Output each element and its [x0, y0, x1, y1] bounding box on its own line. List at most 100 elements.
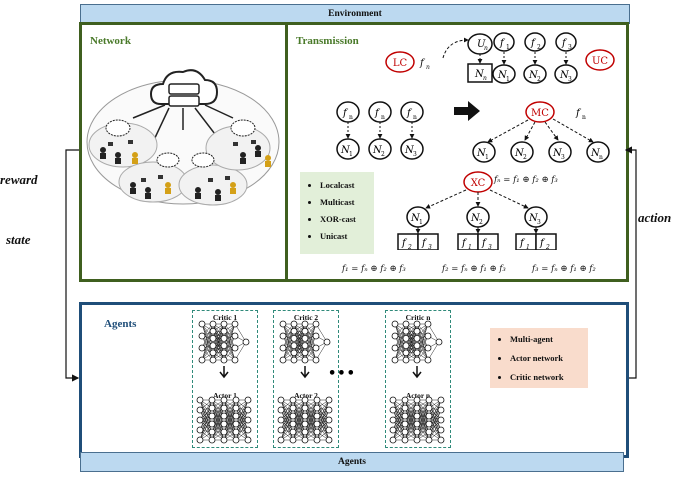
svg-text:f: f: [499, 38, 506, 49]
svg-text:N: N: [559, 70, 570, 81]
legend-multicast: Multicast: [320, 197, 374, 207]
transmission-legend: Localcast Multicast XOR-cast Unicast: [300, 172, 374, 254]
lc-badge: [385, 51, 415, 73]
lc-fn-text: f: [419, 58, 426, 69]
svg-text:N: N: [470, 213, 481, 224]
svg-text:1: 1: [468, 244, 472, 250]
actor-network-1: [196, 396, 252, 444]
svg-text:f: f: [421, 238, 428, 249]
svg-text:1: 1: [506, 44, 510, 51]
un-label: U: [477, 39, 486, 50]
svg-text:2: 2: [381, 151, 385, 158]
network-title: Network: [90, 35, 131, 47]
svg-text:f: f: [461, 238, 468, 249]
svg-text:N: N: [528, 213, 539, 224]
actor-1-label: Actor 1: [213, 391, 237, 400]
formula-f2: f₂ = fₙ ⊕ f₁ ⊕ f₃: [442, 264, 506, 274]
actor-network-2: [277, 396, 333, 444]
svg-text:2: 2: [537, 44, 541, 51]
svg-text:f: f: [539, 238, 546, 249]
critic-to-actor-arrow-icon: [300, 366, 310, 379]
svg-text:n: n: [349, 114, 353, 121]
svg-text:N: N: [528, 70, 539, 81]
agents-bar: Agents: [80, 452, 624, 472]
nn-label: N: [474, 69, 485, 80]
agents-ellipsis: •••: [328, 366, 356, 381]
svg-text:3: 3: [561, 154, 565, 161]
agent-unit-2: Critic 2 Actor 2: [273, 310, 339, 448]
formula-f3: f₃ = fₙ ⊕ f₁ ⊕ f₂: [532, 264, 596, 274]
agent-unit-n: Critic n Actor n: [385, 310, 451, 448]
legend-unicast: Unicast: [320, 231, 374, 241]
svg-text:1: 1: [526, 244, 530, 250]
actor-network-3: [389, 396, 445, 444]
xc-formula: fₙ = f₁ ⊕ f₂ ⊕ f₃: [494, 175, 558, 185]
svg-text:N: N: [410, 213, 421, 224]
svg-text:3: 3: [568, 76, 572, 83]
formula-f1: f₁ = fₙ ⊕ f₂ ⊕ f₃: [342, 264, 406, 274]
svg-text:n: n: [381, 114, 385, 121]
svg-text:f: f: [481, 238, 488, 249]
svg-text:1: 1: [349, 151, 353, 158]
agents-title: Agents: [104, 318, 137, 330]
transmission-title: Transmission: [296, 35, 359, 47]
mc-fn-sub: n: [582, 114, 586, 121]
legend-xorcast: XOR-cast: [320, 214, 374, 224]
critic-to-actor-arrow-icon: [412, 366, 422, 379]
svg-text:3: 3: [568, 44, 572, 51]
un-sub: n: [484, 45, 488, 52]
svg-text:3: 3: [537, 219, 541, 226]
legend-multi-agent: Multi-agent: [510, 334, 588, 344]
svg-text:3: 3: [428, 244, 432, 250]
xc-cache-boxes: [397, 233, 557, 250]
mc-badge-label: MC: [531, 108, 549, 119]
svg-text:N: N: [590, 148, 601, 159]
svg-text:n: n: [413, 114, 417, 121]
svg-text:2: 2: [523, 154, 527, 161]
svg-text:N: N: [552, 148, 563, 159]
svg-text:2: 2: [479, 219, 483, 226]
svg-text:N: N: [372, 145, 383, 156]
mc-fn-text: f: [575, 108, 582, 119]
svg-text:n: n: [599, 154, 603, 161]
agents-bar-label: Agents: [338, 457, 366, 467]
svg-text:2: 2: [537, 76, 541, 83]
svg-text:f: f: [519, 238, 526, 249]
action-label: action: [638, 210, 672, 225]
svg-text:f: f: [406, 108, 413, 119]
xc-badge-label: XC: [471, 178, 486, 189]
panel-divider: [285, 25, 288, 279]
svg-text:2: 2: [545, 244, 550, 250]
svg-text:N: N: [404, 145, 415, 156]
critic-network-1: [198, 320, 250, 364]
legend-localcast: Localcast: [320, 180, 374, 190]
critic-network-3: [391, 320, 443, 364]
svg-text:N: N: [476, 148, 487, 159]
svg-text:f: f: [401, 238, 408, 249]
mc-arrow-icon: [454, 101, 480, 121]
lc-badge-label: LC: [393, 58, 408, 69]
uc-badge: [585, 49, 615, 71]
svg-text:1: 1: [419, 219, 423, 226]
svg-text:2: 2: [407, 244, 412, 250]
actor-2-label: Actor 2: [294, 391, 318, 400]
lc-fn-sub: n: [426, 64, 430, 71]
svg-text:N: N: [514, 148, 525, 159]
svg-text:1: 1: [506, 76, 510, 83]
legend-critic-network: Critic network: [510, 372, 588, 382]
svg-text:f: f: [530, 38, 537, 49]
environment-label: Environment: [328, 9, 382, 19]
svg-text:3: 3: [488, 244, 492, 250]
critic-2-label: Critic 2: [293, 313, 319, 322]
actor-n-label: Actor n: [405, 391, 431, 400]
svg-text:f: f: [561, 38, 568, 49]
svg-text:f: f: [374, 108, 381, 119]
mc-badge: [525, 101, 555, 123]
